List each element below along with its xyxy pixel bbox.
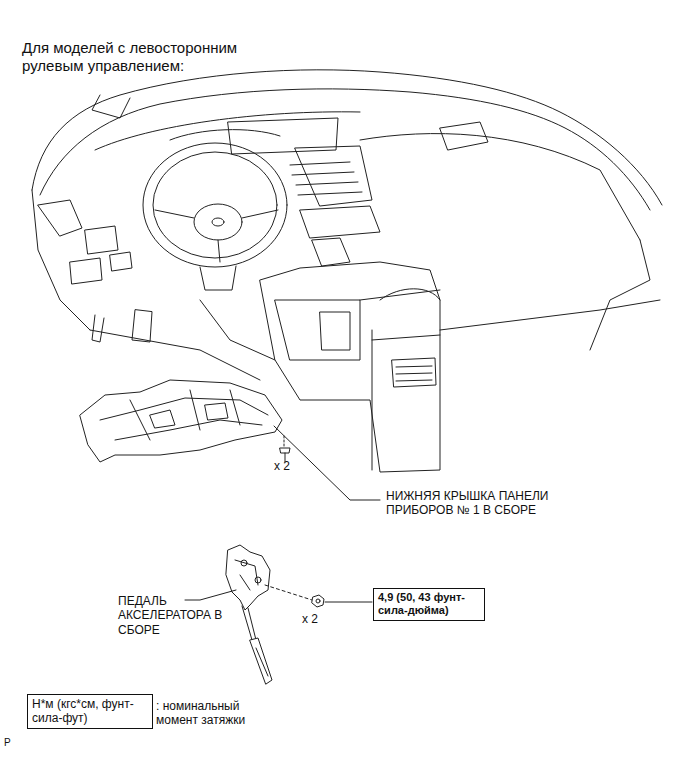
part-name: ПЕДАЛЬ АКСЕЛЕРАТОРА В СБОРЕ (118, 594, 238, 637)
legend-box: Н*м (кгс*см, фунт-сила-фут) (27, 694, 153, 729)
part-name: НИЖНЯЯ КРЫШКА ПАНЕЛИ ПРИБОРОВ № 1 В СБОР… (386, 489, 586, 518)
page-mark: P (4, 737, 11, 749)
box-text: Н*м (кгс*см, фунт-сила-фут) (32, 697, 148, 726)
quantity-note: x 2 (302, 612, 318, 626)
quantity-note: x 2 (274, 459, 290, 473)
torque-box: 4,9 (50, 43 фунт-сила-дюйма) (373, 588, 485, 621)
box-text: 4,9 (50, 43 фунт-сила-дюйма) (378, 591, 480, 617)
view-title: Для моделей с левосторонним рулевым упра… (22, 39, 270, 75)
legend-note: : номинальный момент затяжки (156, 699, 274, 728)
